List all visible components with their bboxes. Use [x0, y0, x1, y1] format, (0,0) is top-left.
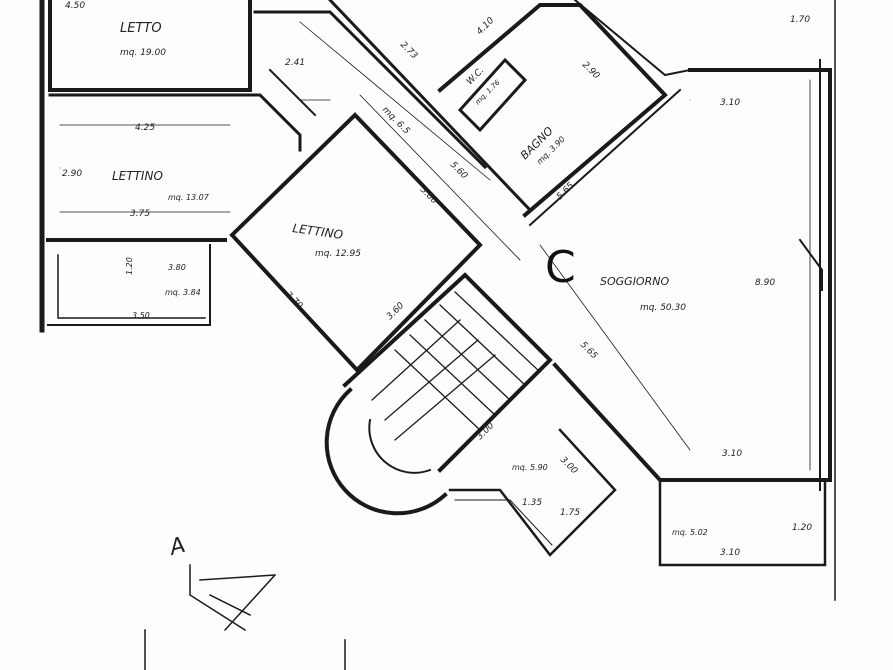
lettino-center-dim-c: 3.60 [385, 301, 406, 322]
corridor-stub [268, 68, 317, 117]
balcone-left-dim-b: 3.80 [168, 263, 186, 272]
lettino-left-dim-w2: 3.75 [130, 209, 150, 219]
letto-area: mq. 19.00 [120, 48, 166, 58]
balcone-left-dim-a: 3.50 [132, 311, 150, 320]
bagno-dim-a: 4.10 [475, 16, 496, 37]
soggiorno-lower-wall [552, 362, 832, 482]
soggiorno-name: SOGGIORNO [600, 275, 669, 288]
bagno-dim-b: 2.90 [580, 60, 601, 81]
lettino-left-dim-w1: 4.25 [135, 123, 155, 133]
balcone-right-area: mq. 5.02 [672, 528, 708, 537]
balcone-left-rail [57, 254, 206, 319]
dimension-lines-center [299, 21, 521, 261]
north-letter: A [165, 533, 188, 562]
lettino-center-walls [229, 112, 483, 373]
balcone-left-area: mq. 3.84 [165, 288, 201, 297]
corridor-wall-upper [253, 10, 488, 170]
soggiorno-area: mq. 50.30 [640, 303, 686, 313]
corridor-dim-c: 2.41 [285, 58, 305, 68]
wc-area: mq. 1.76 [474, 78, 502, 106]
lettino-center-area: mq. 12.95 [315, 249, 361, 259]
lettino-left-name: LETTINO [112, 169, 163, 183]
stair-walls [342, 272, 553, 473]
balcone-right-dim-a: 3.10 [720, 548, 740, 558]
soggiorno-dim-e: 3.10 [722, 449, 742, 459]
balcone-center-area: mq. 5.90 [512, 463, 548, 472]
corridor-dim-b: 2.73 [398, 40, 419, 61]
bottom-lines [144, 629, 346, 670]
letto-dim-top: 4.50 [65, 1, 85, 11]
lettino-center-name: LETTINO [292, 221, 344, 242]
soggiorno-right-wall [688, 68, 832, 482]
balcone-right [658, 478, 827, 567]
balcone-right-dim-b: 1.20 [792, 523, 812, 533]
stair-curve-inner [368, 418, 432, 474]
top-dimension: 1.70 [790, 15, 810, 25]
balcone-center [448, 428, 617, 557]
lettino-left-area: mq. 13.07 [168, 193, 210, 202]
bagno-walls [437, 3, 668, 218]
balcone-left [47, 244, 211, 326]
soggiorno-dim-d: 3.10 [720, 98, 740, 108]
letto-name: LETTO [120, 21, 162, 36]
lettino-center-dim-a: 3.80 [418, 185, 439, 206]
wc-walls [457, 57, 528, 133]
soggiorno-dim-b: 5.65 [578, 340, 599, 361]
balcone-left-dim-c: 1.20 [125, 257, 134, 275]
stair-curve-outer [324, 387, 448, 516]
corridor-dim-a: 5.60 [448, 160, 469, 181]
corridor-wall-2 [327, 0, 533, 213]
balcone-center-dim-b: 3.00 [558, 455, 579, 476]
stair-treads [394, 291, 541, 431]
north-arrow [189, 564, 277, 632]
balcone-center-dim-a: 3.00 [475, 421, 496, 442]
dimension-lines-left [59, 99, 331, 213]
bagno-top-edge [573, 0, 692, 77]
soggiorno-upper-diagonal [528, 88, 682, 227]
balcone-center-rail [454, 499, 553, 546]
stair-risers [371, 319, 496, 441]
lettino-left-top-wall [48, 93, 302, 152]
soggiorno-dim-c: 8.90 [755, 278, 775, 288]
soggiorno-niche [798, 238, 823, 291]
block-letter: C [545, 242, 576, 293]
lettino-left-dim-h: 2.90 [62, 169, 82, 179]
balcone-center-dim-d: 1.35 [522, 498, 542, 508]
balcone-center-dim-c: 1.75 [560, 508, 580, 518]
dimension-lines-right [539, 79, 811, 471]
letto-walls [48, 0, 252, 92]
